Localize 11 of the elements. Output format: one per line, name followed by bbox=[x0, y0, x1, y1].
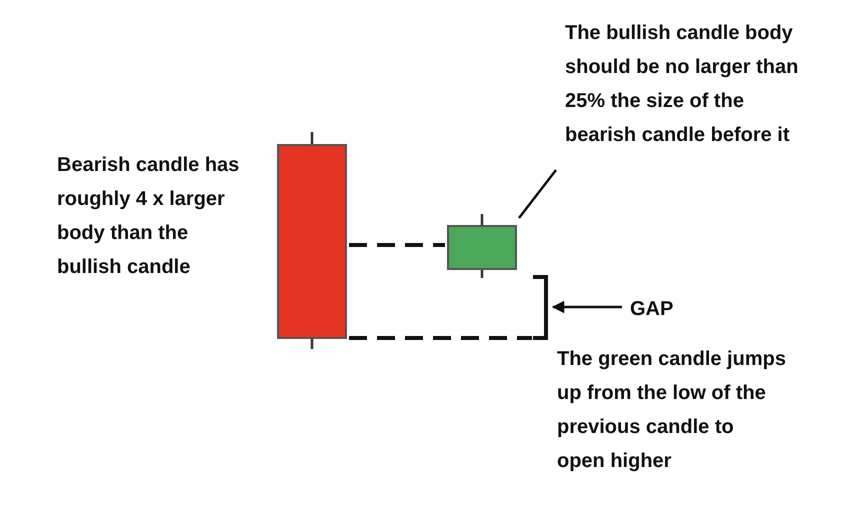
annotation-text: The bullish candle body should be no larger than 25% the size of the bearish candle before it bbox=[565, 16, 800, 152]
annotation-text: The green candle jumps up from the low of the previous candle to open higher bbox=[557, 342, 787, 478]
leader-line bbox=[518, 169, 557, 219]
dashed-line bbox=[349, 336, 532, 340]
gap-label: GAP bbox=[630, 292, 690, 326]
bearish-candle bbox=[277, 132, 347, 349]
bullish-candle bbox=[447, 214, 517, 278]
gap-bracket bbox=[531, 274, 549, 340]
annotation-text: Bearish candle has roughly 4 x larger body than the bullish candle bbox=[57, 148, 257, 284]
dashed-line bbox=[349, 243, 445, 247]
arrow bbox=[552, 300, 622, 314]
